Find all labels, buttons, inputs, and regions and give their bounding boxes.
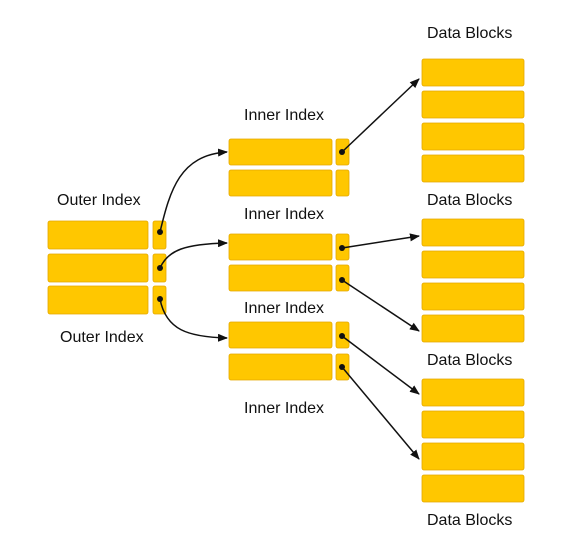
inner-index-pointer-cell [335,169,350,197]
outer-pointer-arrows [159,148,228,342]
inner-index-entry [228,264,333,292]
inner-index-label-1: Inner Index [244,107,325,124]
data-blocks-label-1: Data Blocks [427,25,513,42]
inner-index-table-2 [228,233,350,292]
inner-index-label-4: Inner Index [244,400,325,417]
pointer-dot [157,229,163,235]
inner-index-label-3: Inner Index [244,300,325,317]
pointer-arrow [159,148,228,233]
pointer-arrow [341,233,420,249]
outer-index-label-bottom: Outer Index [60,329,144,346]
outer-index-entry [47,285,149,315]
data-block [421,442,525,471]
pointer-dot [339,364,345,370]
data-block [421,122,525,151]
pointer-arrow [159,239,228,269]
outer-index-entry [47,253,149,283]
inner-index-entry [228,321,333,349]
pointer-dot [339,149,345,155]
data-blocks-label-4: Data Blocks [427,512,513,529]
pointer-arrow [341,366,420,460]
inner-index-label-2: Inner Index [244,206,325,223]
data-block [421,410,525,439]
pointer-dot [157,296,163,302]
data-blocks-stack-1 [421,58,525,183]
data-block [421,218,525,247]
outer-index-pointer-cell [152,220,167,250]
inner-index-table-1 [228,138,350,197]
pointer-arrow [341,335,420,395]
outer-index-label-top: Outer Index [57,192,141,209]
data-block [421,90,525,119]
data-blocks-label-2: Data Blocks [427,192,513,209]
data-block [421,58,525,87]
inner-index-table-3 [228,321,350,381]
pointer-dots [157,149,345,370]
pointer-arrow [341,78,420,153]
data-blocks-label-3: Data Blocks [427,352,513,369]
data-blocks-stack-2 [421,218,525,343]
pointer-arrow [159,298,228,342]
pointer-dot [339,245,345,251]
inner-index-entry [228,353,333,381]
data-block [421,378,525,407]
outer-index-entry [47,220,149,250]
inner-pointer-arrows [341,78,420,460]
pointer-dot [339,277,345,283]
outer-index-table [47,220,167,315]
data-block [421,154,525,183]
inner-index-entry [228,233,333,261]
pointer-dot [339,333,345,339]
pointer-arrow [341,279,420,332]
data-blocks-stack-3 [421,378,525,503]
data-block [421,282,525,311]
data-block [421,314,525,343]
data-block [421,250,525,279]
inner-index-entry [228,138,333,166]
pointer-dot [157,265,163,271]
data-block [421,474,525,503]
inner-index-entry [228,169,333,197]
